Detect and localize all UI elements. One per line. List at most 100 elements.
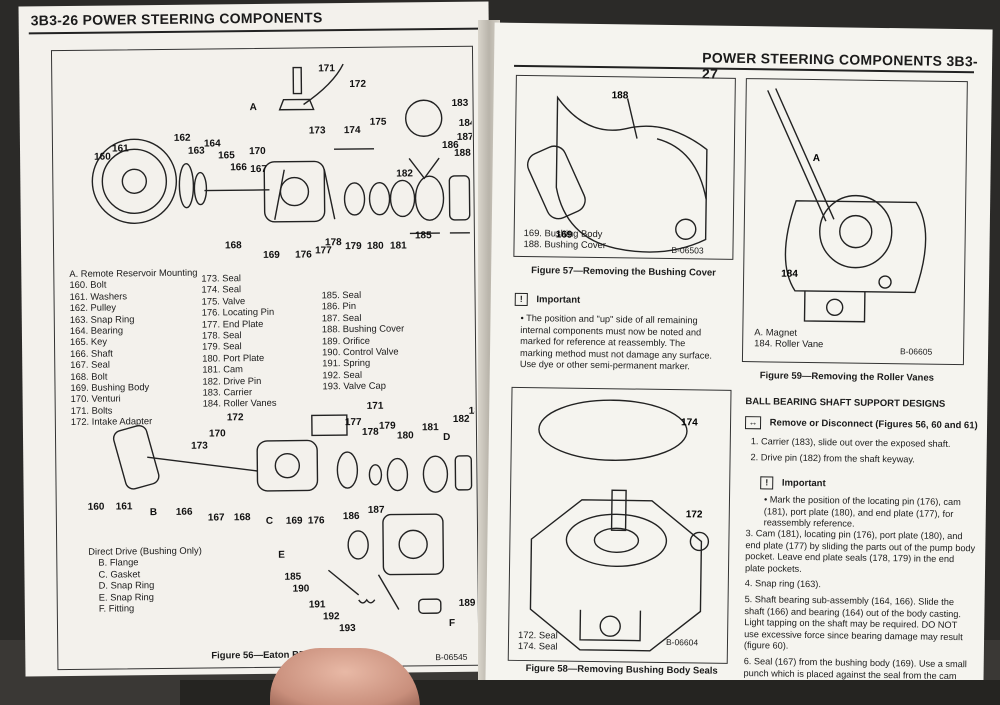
svg-text:192: 192 <box>323 611 340 622</box>
svg-text:181: 181 <box>390 240 407 251</box>
svg-text:D: D <box>443 432 450 443</box>
svg-text:168: 168 <box>225 240 242 251</box>
figure-57-code: B-06503 <box>671 245 704 256</box>
exploded-diagram-bottom: 171 172 170 173 177 178 179 180 181 182 … <box>88 401 478 634</box>
svg-text:179: 179 <box>379 421 396 432</box>
left-page-header: 3B3-26 POWER STEERING COMPONENTS <box>30 9 323 29</box>
right-page: POWER STEERING COMPONENTS 3B3-27 188 169… <box>485 22 993 690</box>
svg-text:A: A <box>250 102 257 113</box>
svg-text:167: 167 <box>208 512 225 523</box>
svg-text:182: 182 <box>453 414 470 425</box>
figure-59-caption: Figure 59—Removing the Roller Vanes <box>759 370 935 384</box>
svg-text:163: 163 <box>188 146 205 157</box>
svg-text:186: 186 <box>442 140 459 151</box>
figure-59-legend: A. Magnet 184. Roller Vane <box>754 326 824 350</box>
remove-disconnect-icon: ↔ <box>744 416 762 430</box>
svg-text:181: 181 <box>422 422 439 433</box>
svg-text:193: 193 <box>339 623 356 634</box>
svg-text:176: 176 <box>295 249 312 260</box>
svg-text:164: 164 <box>204 138 221 149</box>
svg-text:189: 189 <box>459 598 476 609</box>
svg-text:169: 169 <box>263 250 280 261</box>
svg-text:190: 190 <box>293 583 310 594</box>
important-text-1: • The position and "up" side of all rema… <box>519 312 713 372</box>
svg-text:166: 166 <box>230 162 247 173</box>
seal-ring-174 <box>538 399 688 461</box>
svg-text:161: 161 <box>116 501 133 512</box>
svg-text:184: 184 <box>459 118 473 129</box>
svg-text:187: 187 <box>457 132 473 143</box>
svg-text:177: 177 <box>345 417 362 428</box>
svg-text:183: 183 <box>469 406 477 417</box>
figure-59-code: B-06605 <box>900 346 933 357</box>
figure-57-legend: 169. Bushing Body 188. Bushing Cover <box>523 226 606 251</box>
figure-57-caption: Figure 57—Removing the Bushing Cover <box>531 265 716 279</box>
svg-text:176: 176 <box>308 515 325 526</box>
callout-171: 171 <box>318 63 335 74</box>
svg-text:173: 173 <box>309 125 326 136</box>
direct-drive-legend: Direct Drive (Bushing Only) B. Flange C.… <box>88 544 202 614</box>
fig59-callout-184: 184 <box>781 269 798 280</box>
svg-text:180: 180 <box>367 241 384 252</box>
svg-text:162: 162 <box>174 133 191 144</box>
fig58-callout-172: 172 <box>686 509 703 520</box>
svg-text:173: 173 <box>191 441 208 452</box>
figure-58-code: B-06604 <box>665 637 699 648</box>
steps-part-2: 3. Cam (181), locating pin (176), port p… <box>743 528 976 689</box>
svg-text:180: 180 <box>397 430 414 441</box>
figure-57-illustration: 188 169 <box>526 90 708 253</box>
figure-58-legend: 172. Seal 174. Seal <box>517 628 558 652</box>
svg-text:172: 172 <box>349 79 366 90</box>
fig58-callout-174: 174 <box>681 417 698 428</box>
fig57-callout-188: 188 <box>612 90 629 101</box>
svg-text:160: 160 <box>88 502 105 513</box>
figure-56-code: B-06545 <box>435 651 468 663</box>
fig59-callout-a: A <box>813 153 820 164</box>
svg-text:C: C <box>266 516 273 527</box>
important-heading-2: ! Important <box>760 476 826 490</box>
svg-text:179: 179 <box>345 241 362 252</box>
important-heading-1: ! Important <box>514 292 581 307</box>
left-page: 3B3-26 POWER STEERING COMPONENTS <box>18 1 496 677</box>
svg-text:187: 187 <box>368 505 385 516</box>
svg-text:169: 169 <box>286 516 303 527</box>
svg-text:177: 177 <box>315 245 332 256</box>
figure-58-illustration: 174 172 <box>529 399 710 652</box>
svg-text:171: 171 <box>367 401 384 412</box>
svg-text:168: 168 <box>234 512 251 523</box>
svg-text:182: 182 <box>396 168 413 179</box>
svg-text:160: 160 <box>94 152 111 163</box>
fig57-callout-169: 169 <box>556 229 573 240</box>
svg-text:175: 175 <box>370 117 387 128</box>
figure-58-caption: Figure 58—Removing Bushing Body Seals <box>525 663 718 677</box>
svg-text:F: F <box>449 618 455 629</box>
svg-text:170: 170 <box>249 146 266 157</box>
svg-text:185: 185 <box>284 572 301 583</box>
pulley-drawing <box>91 138 178 224</box>
remove-disconnect-heading: ↔ Remove or Disconnect (Figures 56, 60 a… <box>744 416 978 432</box>
svg-text:185: 185 <box>415 230 432 241</box>
svg-text:166: 166 <box>176 507 193 518</box>
svg-text:178: 178 <box>362 427 379 438</box>
svg-text:161: 161 <box>112 143 129 154</box>
exploded-diagram-top: 171 172 A 173 174 175 183 184 187 186 18… <box>91 63 473 261</box>
section-title: BALL BEARING SHAFT SUPPORT DESIGNS <box>745 396 946 410</box>
svg-text:170: 170 <box>209 428 226 439</box>
steps-part-1: 1. Carrier (183), slide out over the exp… <box>750 436 951 465</box>
important-icon-2: ! <box>760 476 774 490</box>
svg-text:165: 165 <box>218 150 235 161</box>
figure-59-illustration: A 184 <box>767 88 927 323</box>
svg-text:188: 188 <box>454 148 471 159</box>
svg-text:174: 174 <box>344 125 361 136</box>
seal-ring-172 <box>689 531 710 552</box>
header-rule <box>28 27 479 35</box>
svg-text:E: E <box>278 550 285 561</box>
svg-text:191: 191 <box>309 599 326 610</box>
important-text-2: • Mark the position of the locating pin … <box>763 494 961 529</box>
svg-text:167: 167 <box>250 164 267 175</box>
svg-text:172: 172 <box>227 412 244 423</box>
important-icon: ! <box>514 292 528 307</box>
svg-text:186: 186 <box>343 511 360 522</box>
